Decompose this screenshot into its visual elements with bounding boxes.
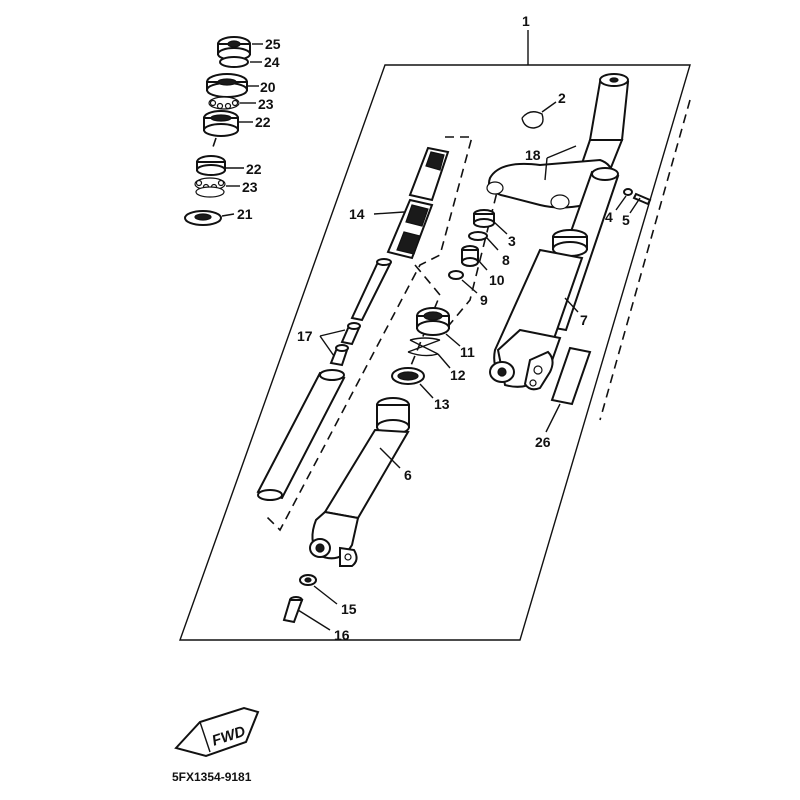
part-17-rod-and-tube bbox=[256, 258, 392, 501]
part-21-seal bbox=[184, 210, 222, 226]
callout-26: 26 bbox=[535, 434, 551, 450]
callout-1: 1 bbox=[522, 13, 530, 29]
callout-9: 9 bbox=[480, 292, 488, 308]
part-6-fork-outer-left bbox=[309, 397, 410, 567]
callout-4: 4 bbox=[605, 209, 613, 225]
assembly-frame bbox=[179, 64, 691, 641]
callout-23-upper: 23 bbox=[258, 96, 274, 112]
part-26-label-sticker bbox=[550, 346, 592, 406]
callout-23-lower: 23 bbox=[242, 179, 258, 195]
part-9-clip bbox=[448, 270, 464, 280]
part-4-washer bbox=[623, 188, 633, 196]
callout-16: 16 bbox=[334, 627, 350, 643]
callout-8: 8 bbox=[502, 252, 510, 268]
dashed-group-outline-left bbox=[264, 136, 474, 532]
part-16-bolt bbox=[282, 596, 304, 624]
callout-5: 5 bbox=[622, 212, 630, 228]
part-7-fork-outer-right bbox=[489, 167, 620, 391]
callout-7: 7 bbox=[580, 312, 588, 328]
callout-2: 2 bbox=[558, 90, 566, 106]
part-15-washer bbox=[299, 574, 317, 586]
part-8-o-ring bbox=[468, 231, 488, 241]
part-11-oil-seal bbox=[416, 307, 450, 336]
callout-18: 18 bbox=[525, 147, 541, 163]
callout-13: 13 bbox=[434, 396, 450, 412]
callout-12: 12 bbox=[450, 367, 466, 383]
part-20-nut bbox=[206, 73, 248, 98]
part-22-race-lower bbox=[196, 155, 226, 176]
callout-14: 14 bbox=[349, 206, 365, 222]
callout-24: 24 bbox=[264, 54, 280, 70]
diagram-code: 5FX1354-9181 bbox=[172, 770, 252, 784]
part-23-bearing-upper bbox=[208, 96, 240, 110]
head-axis-line bbox=[211, 137, 217, 151]
callout-17: 17 bbox=[297, 328, 313, 344]
part-2-circlip bbox=[521, 111, 544, 129]
callout-22-upper: 22 bbox=[255, 114, 271, 130]
part-12-circlip bbox=[407, 337, 441, 357]
part-3-cap bbox=[473, 209, 495, 228]
callout-22-lower: 22 bbox=[246, 161, 262, 177]
part-14-damper-rod bbox=[386, 146, 450, 260]
part-18-steering-stem bbox=[486, 73, 630, 210]
callout-3: 3 bbox=[508, 233, 516, 249]
callout-10: 10 bbox=[489, 272, 505, 288]
fwd-direction-tag: FWD bbox=[174, 706, 260, 758]
part-10-adjuster bbox=[461, 245, 479, 267]
part-13-washer bbox=[391, 367, 425, 385]
callout-15: 15 bbox=[341, 601, 357, 617]
part-24-washer bbox=[219, 56, 249, 68]
part-22-race-upper bbox=[203, 110, 239, 137]
part-23-bearing-lower bbox=[194, 177, 226, 198]
part-5-screw bbox=[632, 192, 652, 206]
callout-6: 6 bbox=[404, 467, 412, 483]
dashed-leader-stem bbox=[444, 179, 501, 331]
callout-20: 20 bbox=[260, 79, 276, 95]
callout-25: 25 bbox=[265, 36, 281, 52]
callout-11: 11 bbox=[460, 344, 475, 360]
callout-21: 21 bbox=[237, 206, 253, 222]
dashed-leader-right-fork bbox=[599, 99, 691, 421]
